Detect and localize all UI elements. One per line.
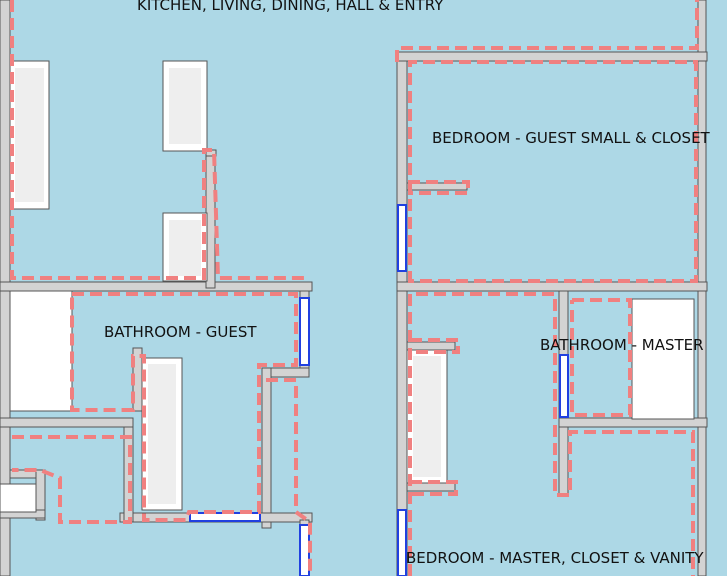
- fixture-range-inset: [169, 220, 201, 276]
- fixtures: [0, 60, 695, 513]
- outline-closet-stub: [408, 180, 470, 195]
- outline-bath-master: [570, 298, 632, 417]
- wall-bath-guest-east-lower: [261, 367, 272, 529]
- window-bath-master-west: [559, 354, 569, 418]
- fixture-lower-left: [0, 483, 37, 513]
- room-label-bathroom-guest: BATHROOM - GUEST: [104, 323, 257, 341]
- window-bath-guest-east: [299, 297, 310, 366]
- outline-master-closet: [410, 338, 460, 354]
- fixture-bath-guest-tub-inset: [148, 364, 176, 504]
- fixture-island-inset: [169, 68, 201, 144]
- outline-guest-bed: [395, 0, 699, 62]
- wall-guest-bed-south: [396, 281, 708, 292]
- room-outlines: [10, 0, 699, 576]
- outline-bath-guest-lower: [12, 435, 132, 524]
- room-label-bathroom-master: BATHROOM - MASTER: [540, 336, 704, 354]
- fixture-counter-left-inset: [15, 68, 44, 202]
- room-label-bedroom-master: BEDROOM - MASTER, CLOSET & VANITY: [406, 549, 704, 567]
- wall-corridor-east: [396, 51, 408, 576]
- outline-bath-guest-east: [266, 378, 312, 576]
- wall-closet-stub: [406, 182, 468, 191]
- outline-bath-guest: [70, 292, 298, 522]
- room-label-kitchen: KITCHEN, LIVING, DINING, HALL & ENTRY: [137, 0, 444, 14]
- wall-master-closet-stub: [406, 341, 456, 351]
- wall-kitchen-south: [0, 281, 313, 292]
- window-guest-bed-west: [397, 204, 407, 272]
- fixture-bath-guest-storage: [9, 290, 73, 412]
- room-label-bedroom-guest: BEDROOM - GUEST SMALL & CLOSET: [432, 129, 710, 147]
- outline-guest-bed-inner: [408, 60, 698, 283]
- wall-master-closet-sill: [406, 482, 456, 492]
- fixture-bath-master-tub: [631, 298, 695, 420]
- wall-lower-left-north: [0, 417, 134, 428]
- wall-guest-bed-north: [396, 51, 708, 62]
- window-bath-guest-south: [189, 512, 261, 522]
- outline-kitchen: [10, 0, 308, 280]
- outline-master-bed: [408, 292, 695, 576]
- window-corridor-south: [299, 524, 310, 576]
- outline-master-closet-sill: [410, 480, 458, 496]
- fixture-master-closet-inset: [413, 356, 441, 477]
- window-master-bed-west: [397, 509, 407, 576]
